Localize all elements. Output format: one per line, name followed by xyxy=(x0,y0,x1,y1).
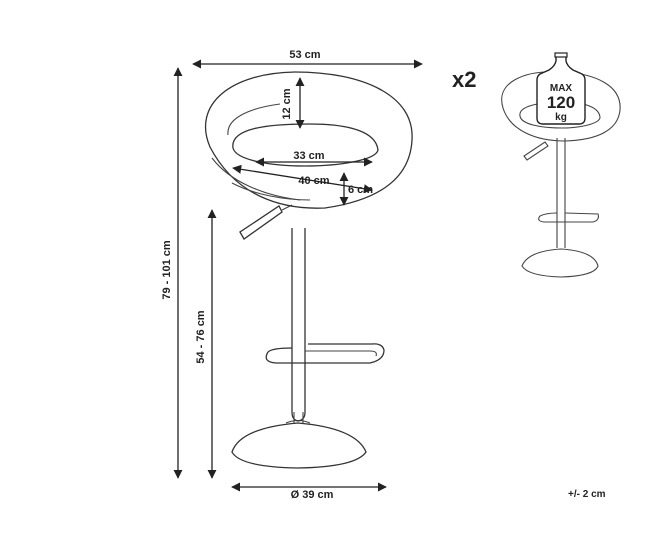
total-height-label: 79 - 101 cm xyxy=(161,240,173,300)
seat-height-label: 54 - 76 cm xyxy=(195,310,207,363)
width-label: 53 cm xyxy=(289,49,320,61)
small-stool xyxy=(501,71,621,278)
height-lever xyxy=(239,204,293,240)
seat-depth-label: 40 cm xyxy=(298,175,329,187)
seat-depth-dimension-line xyxy=(232,164,373,194)
back-height-label: 12 cm xyxy=(281,88,293,119)
stool-base xyxy=(231,419,367,469)
base-diameter-label: Ø 39 cm xyxy=(291,489,334,501)
quantity-label: x2 xyxy=(452,67,476,92)
main-stool xyxy=(204,71,413,469)
seat-width-label: 33 cm xyxy=(293,150,324,162)
max-label: MAX xyxy=(550,83,573,94)
max-load-unit: kg xyxy=(555,112,567,123)
max-load-value: 120 xyxy=(547,93,575,112)
stool-column xyxy=(291,228,306,423)
tolerance-label: +/- 2 cm xyxy=(568,489,606,500)
dimension-lines xyxy=(173,59,423,492)
weight-icon xyxy=(536,52,586,125)
seat-thickness-label: 6 cm xyxy=(348,184,373,196)
seat-shell xyxy=(204,71,413,209)
stool-footrest xyxy=(265,343,385,364)
